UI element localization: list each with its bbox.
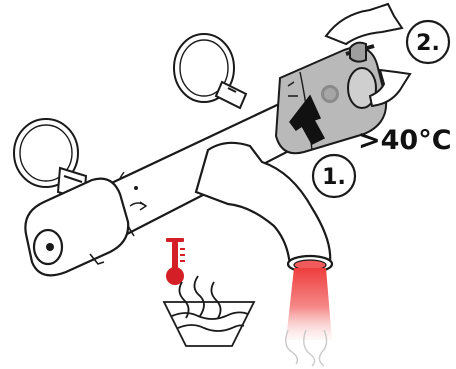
step-2-badge: 2. bbox=[407, 21, 449, 63]
step-1-label: 1. bbox=[322, 165, 346, 190]
hot-water-stream bbox=[286, 268, 332, 366]
temperature-label: >40°C bbox=[358, 125, 452, 156]
spout bbox=[196, 143, 332, 272]
back-wall-connection bbox=[174, 34, 246, 108]
hot-water-steam-icon bbox=[164, 276, 254, 346]
thermometer-icon bbox=[166, 238, 185, 285]
step-2-label: 2. bbox=[416, 31, 440, 56]
step-1-badge: 1. bbox=[313, 155, 355, 197]
